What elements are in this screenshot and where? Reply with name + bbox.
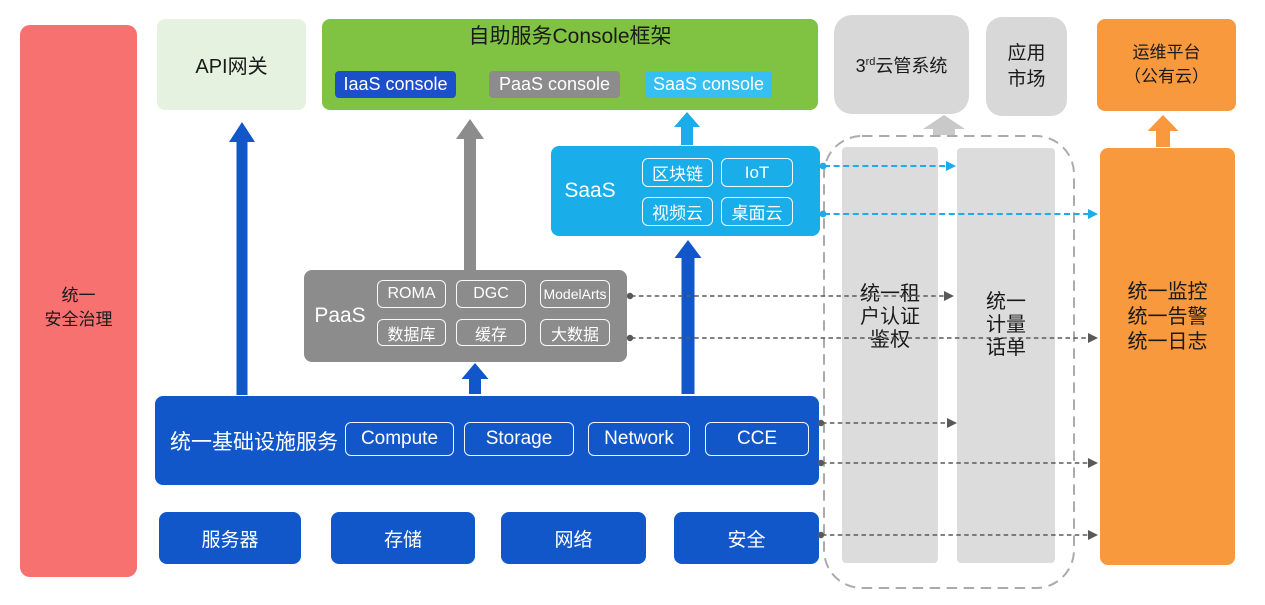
paas-label: PaaS [314, 304, 366, 327]
infra-item-storage: Storage [464, 422, 574, 456]
saas-item-blockchain: 区块链 [642, 158, 713, 187]
monitoring-label: 统一监控 统一告警 统一日志 [1127, 281, 1208, 353]
monitoring-box: 统一监控 统一告警 统一日志 [1100, 148, 1235, 565]
security-governance-label: 统一 安全治理 [44, 286, 113, 329]
hardware-box-storage: 存储 [331, 512, 475, 564]
head-infra-2 [1088, 458, 1098, 468]
ops-platform-box: 运维平台 （公有云） [1097, 19, 1236, 111]
arrow-saas-to-console [674, 112, 700, 145]
saas-item-video-cloud: 视频云 [642, 197, 713, 226]
paas-item-cache: 缓存 [456, 319, 526, 346]
saas-box: SaaS 区块链 IoT 视频云 桌面云 [551, 146, 820, 236]
api-gateway-box: API网关 [157, 19, 306, 110]
arrow-infra-to-paas [461, 363, 489, 394]
head-saas-2 [1088, 209, 1098, 219]
arrow-monitor-to-ops [1147, 115, 1179, 147]
saas-item-iot: IoT [721, 158, 793, 187]
dot-paas-2 [626, 334, 634, 342]
shared-services-dashed-group [823, 135, 1075, 589]
hardware-box-security: 安全 [674, 512, 819, 564]
infra-item-compute: Compute [345, 422, 454, 456]
console-frame-title: 自助服务Console框架 [468, 25, 672, 48]
iaas-console-button: IaaS console [335, 71, 456, 98]
ops-platform-label: 运维平台 （公有云） [1124, 43, 1209, 86]
api-gateway-label: API网关 [195, 56, 268, 78]
saas-console-button: SaaS console [645, 71, 772, 98]
metering-pillar-label: 统一 计量 话单 [986, 291, 1026, 359]
metering-pillar: 统一 计量 话单 [957, 148, 1055, 563]
auth-pillar-label: 统一租 户认证 鉴权 [860, 283, 920, 351]
head-paas-2 [1088, 333, 1098, 343]
paas-item-modelarts: ModelArts [540, 280, 610, 308]
paas-item-roma: ROMA [377, 280, 446, 308]
arrow-infra-to-api-gateway [229, 122, 255, 395]
infra-item-cce: CCE [705, 422, 809, 456]
third-party-cloud-mgmt-label: 3rd云管系统 [855, 55, 948, 76]
app-market-box: 应用 市场 [986, 17, 1067, 116]
arrow-infra-to-saas [674, 240, 702, 394]
third-party-cloud-mgmt-box: 3rd云管系统 [834, 15, 969, 114]
auth-pillar: 统一租 户认证 鉴权 [842, 147, 938, 563]
paas-item-dgc: DGC [456, 280, 526, 308]
console-frame-box: 自助服务Console框架 IaaS console PaaS console … [322, 19, 818, 110]
security-governance-bar: 统一 安全治理 [20, 25, 137, 577]
paas-box: PaaS ROMA DGC ModelArts 数据库 缓存 大数据 [304, 270, 627, 362]
app-market-label: 应用 市场 [1007, 42, 1046, 90]
dot-paas-1 [626, 292, 634, 300]
paas-item-database: 数据库 [377, 319, 446, 346]
infrastructure-box: 统一基础设施服务 Compute Storage Network CCE [155, 396, 819, 485]
hardware-box-server: 服务器 [159, 512, 301, 564]
paas-console-button: PaaS console [489, 71, 620, 98]
shared-services-dashed-border [823, 135, 1075, 589]
arrow-paas-to-console [456, 119, 484, 270]
infrastructure-label: 统一基础设施服务 [170, 430, 338, 454]
infra-item-network: Network [588, 422, 690, 456]
arrow-group-to-third-party [923, 115, 965, 135]
head-security [1088, 530, 1098, 540]
paas-item-bigdata: 大数据 [540, 319, 610, 346]
saas-item-desktop-cloud: 桌面云 [721, 197, 793, 226]
saas-label: SaaS [564, 179, 616, 202]
hardware-box-network: 网络 [501, 512, 646, 564]
